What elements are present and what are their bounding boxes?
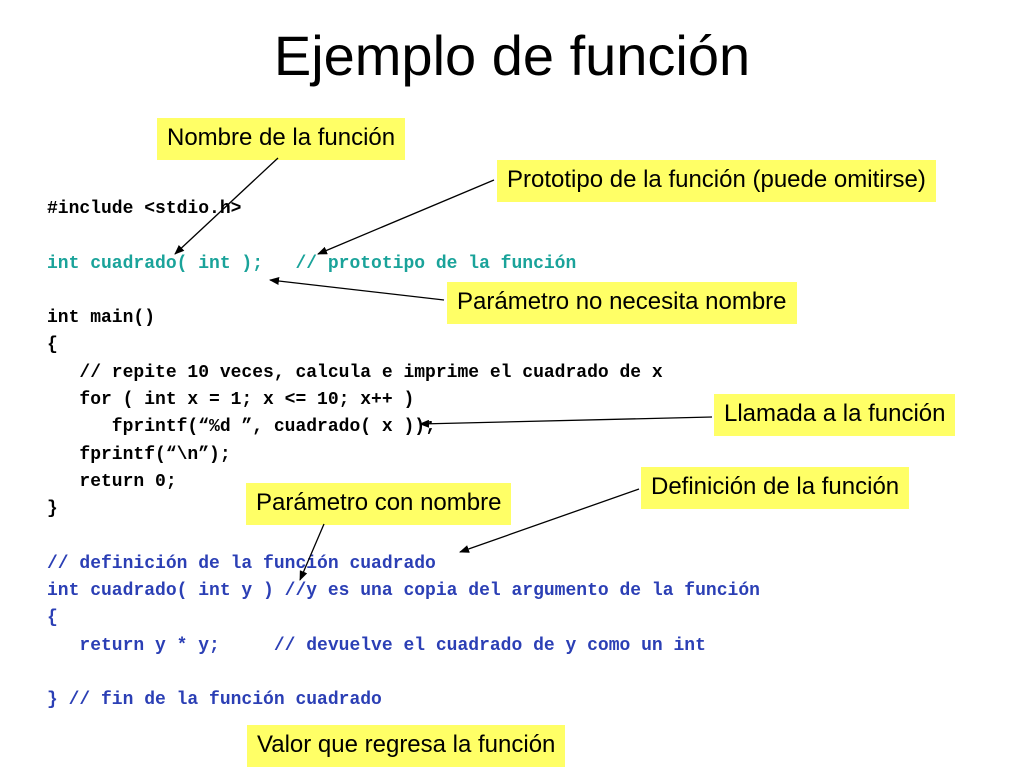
- code-line: {: [47, 335, 58, 356]
- callout-prototipo: Prototipo de la función (puede omitirse): [497, 160, 936, 202]
- code-line: int cuadrado( int y ) //y es una copia d…: [47, 581, 760, 602]
- code-line: // definición de la función cuadrado: [47, 553, 436, 574]
- callout-valor-regresa: Valor que regresa la función: [247, 725, 566, 767]
- callout-nombre-funcion: Nombre de la función: [157, 118, 406, 160]
- code-line: return y * y; // devuelve el cuadrado de…: [47, 635, 706, 656]
- callout-definicion: Definición de la función: [641, 467, 910, 509]
- code-line: return 0;: [47, 471, 177, 492]
- code-line: fprintf(“%d ”, cuadrado( x ));: [47, 417, 436, 438]
- code-line: for ( int x = 1; x <= 10; x++ ): [47, 390, 415, 411]
- code-line: [47, 223, 760, 250]
- code-line: [47, 660, 760, 687]
- callout-parametro-con-nombre: Parámetro con nombre: [246, 483, 512, 525]
- code-block: #include <stdio.h>int cuadrado( int ); /…: [47, 196, 760, 715]
- code-line: [47, 524, 760, 551]
- code-line: int cuadrado( int ); // prototipo de la …: [47, 253, 577, 274]
- code-line: int main(): [47, 308, 156, 329]
- code-line: {: [47, 608, 58, 629]
- code-line: fprintf(“\n”);: [47, 444, 231, 465]
- slide-title: Ejemplo de función: [273, 24, 751, 87]
- code-line: }: [47, 499, 58, 520]
- callout-llamada: Llamada a la función: [714, 394, 956, 436]
- code-line: // repite 10 veces, calcula e imprime el…: [47, 362, 663, 383]
- callout-parametro-sin-nombre: Parámetro no necesita nombre: [447, 282, 797, 324]
- code-line: } // fin de la función cuadrado: [47, 690, 382, 711]
